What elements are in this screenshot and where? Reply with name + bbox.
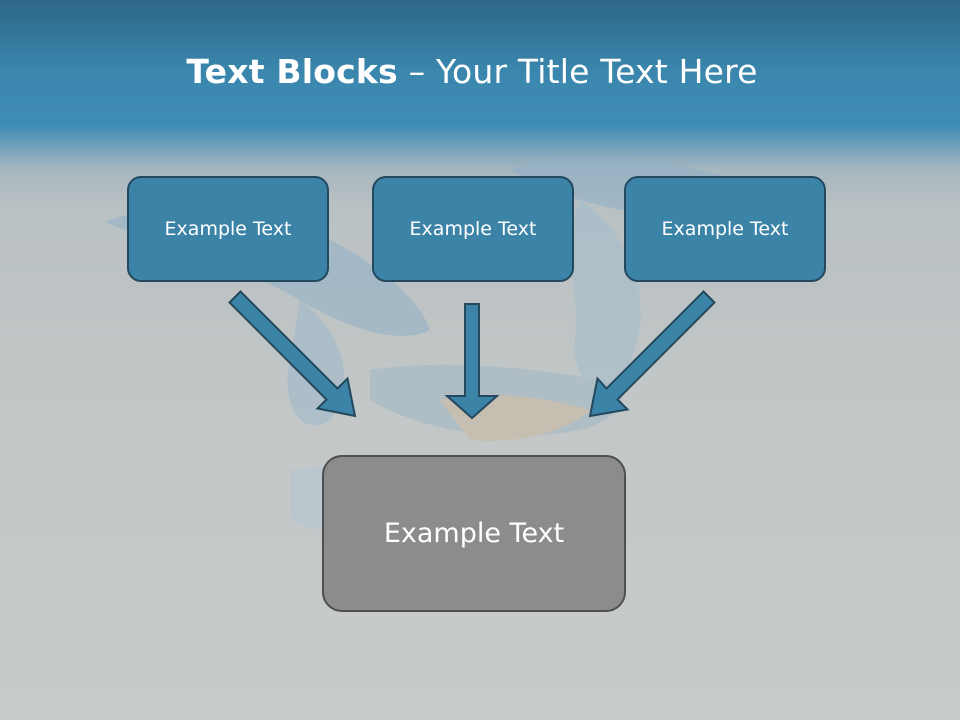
text-block-3-label: Example Text bbox=[661, 218, 789, 240]
slide-title-rest: – Your Title Text Here bbox=[397, 52, 758, 91]
text-block-2-label: Example Text bbox=[409, 218, 537, 240]
text-block-1: Example Text bbox=[127, 176, 329, 282]
text-block-3: Example Text bbox=[624, 176, 826, 282]
fish-shape bbox=[570, 200, 641, 388]
text-block-1-label: Example Text bbox=[164, 218, 292, 240]
slide-title: Text Blocks – Your Title Text Here bbox=[0, 52, 944, 91]
arrow-left-diagonal bbox=[228, 290, 357, 418]
text-block-2: Example Text bbox=[372, 176, 574, 282]
result-block-label: Example Text bbox=[383, 518, 565, 549]
arrow-right-diagonal bbox=[588, 290, 716, 418]
result-block: Example Text bbox=[322, 455, 626, 612]
slide-title-bold: Text Blocks bbox=[186, 52, 398, 91]
arrow-center-down bbox=[444, 303, 500, 420]
